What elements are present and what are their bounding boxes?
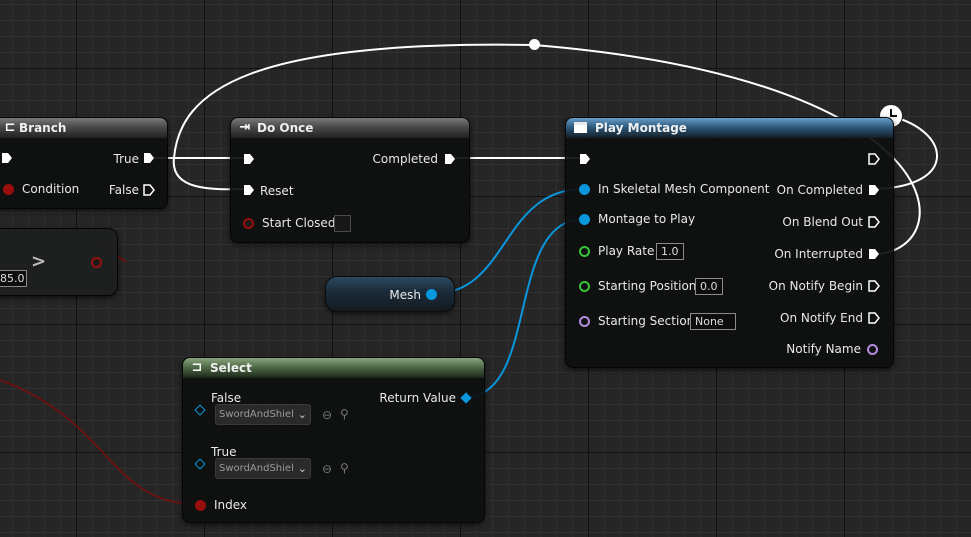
branch-icon: ⊏ [4,120,16,135]
play-rate-field[interactable]: 1.0 [656,243,684,260]
starting-section-label: Starting Section [598,314,695,328]
condition-pin[interactable] [3,184,14,195]
play-montage-title: Play Montage [595,121,687,135]
do-once-title: Do Once [257,121,314,135]
notify-name-label: Notify Name [786,342,861,356]
on-interrupted-label: On Interrupted [774,247,863,261]
false-option-pin[interactable] [194,404,206,416]
true-option-value: SwordAndShiel [219,463,294,474]
true-option-label: True [211,445,237,459]
compare-value-field[interactable]: 85.0 [0,270,27,287]
starting-position-field[interactable]: 0.0 [695,278,723,295]
false-label: False [108,183,139,197]
branch-node[interactable]: ⊏ Branch True Condition False [0,117,168,209]
do-once-node-header[interactable]: ⇥ Do Once [231,118,469,138]
index-pin[interactable] [195,500,206,511]
reset-label: Reset [260,184,294,198]
play-rate-pin[interactable] [579,246,590,257]
branch-title: Branch [19,121,67,135]
branch-node-header[interactable]: ⊏ Branch [0,118,167,138]
use-selected-icon[interactable]: ⊖ [322,462,333,476]
montage-wire [464,218,585,398]
condition-label: Condition [22,182,80,196]
false-exec-pin[interactable] [143,184,155,196]
do-once-node[interactable]: ⇥ Do Once Completed Reset Start Closed [230,117,470,243]
skeletal-mesh-pin[interactable] [579,184,590,195]
play-montage-node[interactable]: Play Montage In Skeletal Mesh Component … [565,117,894,368]
then-exec-pin[interactable] [868,153,880,165]
start-closed-label: Start Closed [262,216,336,230]
use-selected-icon[interactable]: ⊖ [322,408,333,422]
starting-position-pin[interactable] [579,281,590,292]
browse-search-icon[interactable]: ⚲ [340,407,349,421]
index-label: Index [214,498,248,512]
on-interrupted-pin[interactable] [868,248,880,260]
false-option-label: False [211,391,242,405]
completed-label: Completed [372,152,438,166]
exec-in-pin[interactable] [1,152,13,164]
mesh-wire [431,188,585,295]
start-closed-checkbox[interactable] [334,215,351,232]
on-completed-pin[interactable] [868,184,880,196]
on-notify-begin-pin[interactable] [868,280,880,292]
play-rate-label: Play Rate [598,244,655,258]
skeletal-mesh-label: In Skeletal Mesh Component [598,182,770,196]
exec-in-pin[interactable] [243,153,255,165]
starting-position-label: Starting Position [598,279,697,293]
select-node-header[interactable]: ⊐ Select [183,358,484,378]
false-option-value: SwordAndShiel [219,409,294,420]
browse-search-icon[interactable]: ⚲ [340,461,349,475]
true-label: True [113,152,140,166]
chevron-down-icon: ⌄ [297,408,307,421]
false-option-dropdown[interactable]: SwordAndShiel ⌄ [215,404,311,425]
on-notify-begin-label: On Notify Begin [768,279,863,293]
montage-to-play-label: Montage to Play [598,212,696,226]
completed-exec-pin[interactable] [444,153,456,165]
select-node[interactable]: ⊐ Select False SwordAndShiel ⌄ ⊖ ⚲ Retur… [182,357,485,523]
bool-wire [0,379,197,505]
on-notify-end-pin[interactable] [868,312,880,324]
play-montage-node-header[interactable]: Play Montage [566,118,893,138]
select-title: Select [210,361,252,375]
montage-to-play-pin[interactable] [579,214,590,225]
compare-node[interactable]: 85.0 > [0,228,118,296]
compare-operator: > [31,251,47,272]
reroute-knot[interactable] [529,39,540,50]
compare-result-pin[interactable] [91,257,102,268]
chevron-down-icon: ⌄ [297,462,307,475]
reset-exec-pin[interactable] [243,184,255,196]
start-closed-pin[interactable] [243,218,254,229]
function-icon [574,122,587,133]
do-once-icon: ⇥ [239,120,251,135]
on-completed-label: On Completed [776,183,863,197]
return-value-label: Return Value [379,391,456,405]
on-blend-out-pin[interactable] [868,216,880,228]
notify-name-pin[interactable] [867,344,878,355]
return-value-pin[interactable] [460,392,472,404]
starting-section-field[interactable]: None [690,313,736,330]
on-blend-out-label: On Blend Out [782,215,863,229]
starting-section-pin[interactable] [579,316,590,327]
mesh-variable-node[interactable]: Mesh [325,276,455,312]
true-option-pin[interactable] [194,458,206,470]
exec-in-pin[interactable] [579,153,591,165]
completed-loop-wire [875,115,938,190]
mesh-label: Mesh [389,288,421,302]
true-exec-pin[interactable] [143,152,155,164]
mesh-output-pin[interactable] [426,289,437,300]
on-notify-end-label: On Notify End [780,311,863,325]
reset-loop-wire [172,43,921,255]
select-icon: ⊐ [191,360,203,375]
true-option-dropdown[interactable]: SwordAndShiel ⌄ [215,458,311,479]
